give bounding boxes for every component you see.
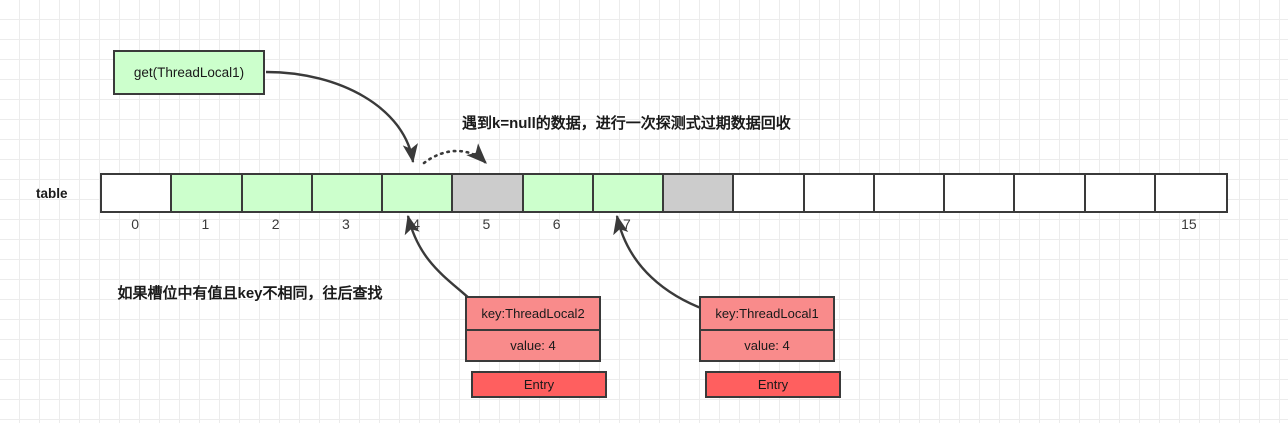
table-slot-0 [102, 175, 173, 211]
table-slot-12 [945, 175, 1016, 211]
entry-footer-label: Entry [757, 377, 789, 392]
slot-index-label-2: 2 [271, 216, 280, 232]
table-slot-14 [1085, 175, 1156, 211]
threadlocalmap-slot-array [100, 173, 1228, 213]
slot-index-label-15: 15 [1181, 216, 1197, 232]
entry-key-label: key:ThreadLocal1 [715, 306, 819, 321]
slot-index-label-7: 7 [622, 216, 631, 232]
get-call-label: get(ThreadLocal1) [133, 65, 245, 80]
get-call-box[interactable]: get(ThreadLocal1) [113, 50, 265, 95]
table-slot-7 [593, 175, 664, 211]
slot-index-label-3: 3 [341, 216, 350, 232]
slot-index-label-6: 6 [552, 216, 561, 232]
entry-key-row: key:ThreadLocal1 [699, 296, 835, 329]
entry-value-row: value: 4 [699, 329, 835, 362]
entry-footer-label: Entry [523, 377, 555, 392]
entry-key-row: key:ThreadLocal2 [465, 296, 601, 329]
table-slot-6 [523, 175, 594, 211]
table-slot-10 [804, 175, 875, 211]
slot-index-label-4: 4 [412, 216, 421, 232]
annotation-linear-probe: 如果槽位中有值且key不相同，往后查找 [117, 285, 383, 302]
entry-card-threadlocal1: key:ThreadLocal1 value: 4 [699, 296, 835, 362]
slot-index-label-0: 0 [131, 216, 140, 232]
entry-value-row: value: 4 [465, 329, 601, 362]
entry-value-label: value: 4 [744, 338, 790, 353]
table-slot-4 [383, 175, 454, 211]
annotation-stale-entry-cleanup: 遇到k=null的数据，进行一次探测式过期数据回收 [462, 115, 791, 132]
table-label: table [36, 186, 68, 201]
table-slot-5 [453, 175, 524, 211]
entry-value-label: value: 4 [510, 338, 556, 353]
table-slot-3 [312, 175, 383, 211]
slot-index-labels: 0 1 2 3 4 5 6 7 15 [100, 216, 1224, 240]
entry-footer-threadlocal1: Entry [705, 371, 841, 398]
table-slot-11 [874, 175, 945, 211]
table-slot-15 [1155, 175, 1226, 211]
entry-footer-threadlocal2: Entry [471, 371, 607, 398]
table-slot-1 [172, 175, 243, 211]
table-slot-13 [1015, 175, 1086, 211]
slot-index-label-5: 5 [482, 216, 491, 232]
table-slot-8 [664, 175, 735, 211]
table-slot-9 [734, 175, 805, 211]
table-slot-2 [242, 175, 313, 211]
entry-card-threadlocal2: key:ThreadLocal2 value: 4 [465, 296, 601, 362]
entry-key-label: key:ThreadLocal2 [481, 306, 585, 321]
slot-index-label-1: 1 [201, 216, 210, 232]
